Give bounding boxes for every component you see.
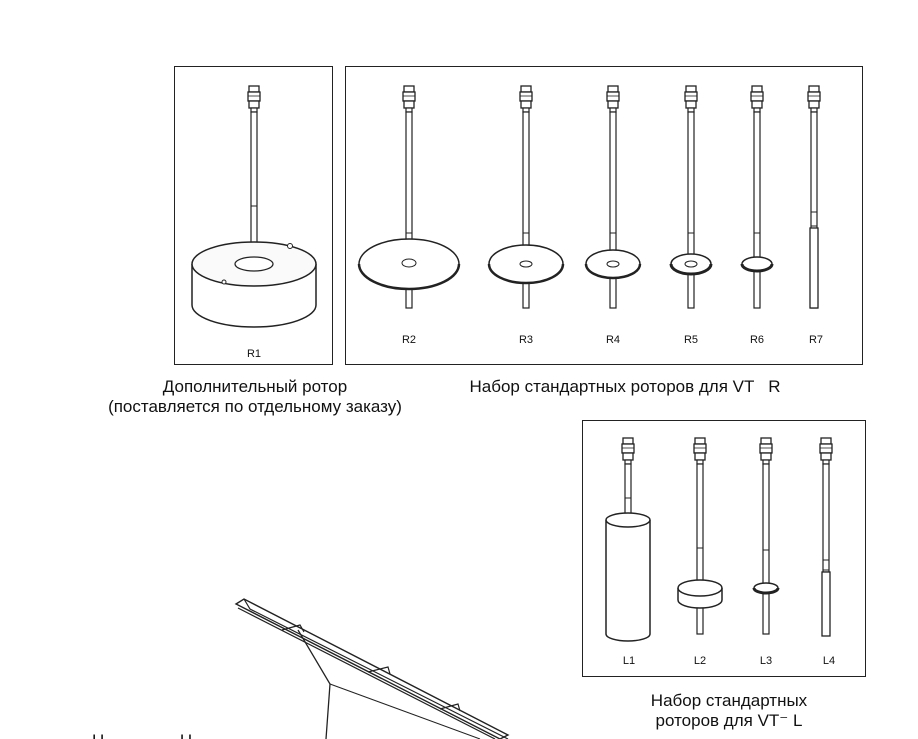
rotor-l3 <box>752 437 780 635</box>
label-r1: R1 <box>247 348 261 360</box>
label-r2: R2 <box>402 334 416 346</box>
rotor-r5 <box>669 85 713 309</box>
rotor-l4 <box>819 437 833 637</box>
panel-standard-l-rotors <box>582 420 866 677</box>
label-l4: L4 <box>823 655 835 667</box>
label-r5: R5 <box>684 334 698 346</box>
label-r6: R6 <box>750 334 764 346</box>
caption-extra-rotor: Дополнительный ротор (поставляется по от… <box>60 377 450 417</box>
label-r4: R4 <box>606 334 620 346</box>
rotor-r4 <box>584 85 642 309</box>
label-l1: L1 <box>623 655 635 667</box>
rotor-l2 <box>677 437 723 635</box>
rotor-r1 <box>191 85 317 328</box>
panel-extra-rotor <box>174 66 333 365</box>
caption-bottom-partial: Н Н <box>92 731 292 739</box>
rotor-l1 <box>605 437 651 642</box>
caption-set-l: Набор стандартных роторов для VT⁻ L <box>614 691 844 731</box>
label-l2: L2 <box>694 655 706 667</box>
caption-set-r: Набор стандартных роторов для VT R <box>425 377 825 397</box>
stand-illustration <box>234 598 510 739</box>
label-r7: R7 <box>809 334 823 346</box>
label-r3: R3 <box>519 334 533 346</box>
caption-set-l-line2: роторов для VT⁻ L <box>655 711 803 730</box>
caption-set-l-line1: Набор стандартных <box>650 691 808 710</box>
rotor-r2 <box>357 85 461 309</box>
rotor-r7 <box>807 85 821 309</box>
rotor-r3 <box>487 85 565 309</box>
caption-extra-line2: (поставляется по отдельному заказу) <box>108 397 402 416</box>
label-l3: L3 <box>760 655 772 667</box>
panel-standard-r-rotors <box>345 66 863 365</box>
caption-set-r-text: Набор стандартных роторов для VT R <box>469 377 781 396</box>
caption-extra-line1: Дополнительный ротор <box>162 377 348 396</box>
rotor-r6 <box>740 85 774 309</box>
